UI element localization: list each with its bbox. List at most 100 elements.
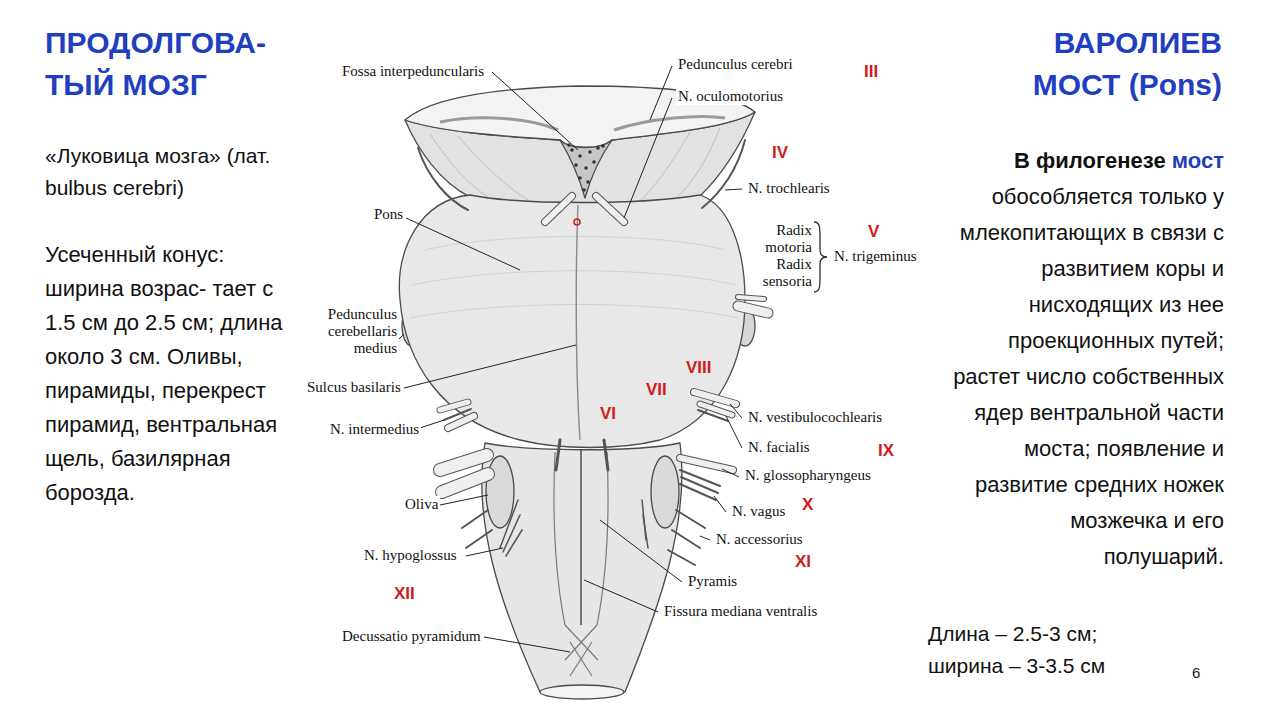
nerve-thin (680, 484, 716, 500)
anatomy-label: Pedunculus cerebellaris medius (300, 306, 399, 357)
fossa-dots (586, 180, 590, 184)
anatomy-label: N. oculomotorius (676, 88, 785, 105)
olive-shape (651, 456, 679, 528)
dimension-note: Длина – 2.5-3 см; ширина – 3-3.5 см (928, 618, 1160, 682)
nerve-thin (556, 440, 560, 470)
anatomy-label: Fissura mediana ventralis (662, 603, 819, 620)
fossa-dots (578, 154, 582, 158)
nerve-thin (604, 440, 608, 470)
nerve-fill (738, 297, 764, 299)
pons-fibres (412, 271, 735, 285)
leader-lines (600, 520, 682, 582)
fossa-dots (592, 160, 596, 164)
substantia-nigra (440, 117, 725, 131)
fossa-dots (578, 176, 582, 180)
nerve-outline (440, 196, 768, 492)
anatomy-label: N. vagus (730, 503, 787, 520)
nerve-number: V (866, 222, 881, 242)
leader-lines (650, 66, 672, 120)
nerve-thin (698, 410, 728, 421)
anatomy-label: Radix sensoria (750, 256, 814, 290)
anatomy-label: Fossa interpeduncularis (340, 63, 486, 80)
substantia-nigra (440, 118, 558, 130)
nerve-fill (694, 392, 736, 404)
leader-lines (404, 345, 576, 388)
leader-lines (466, 548, 503, 556)
highlight-term: мост (1172, 148, 1224, 173)
nerve-outline (596, 196, 624, 222)
nerve-thin (418, 148, 468, 210)
nerve-outline (440, 402, 468, 410)
nerve-thin (668, 550, 695, 565)
nerve-fill (596, 196, 624, 222)
nerve-fill (680, 458, 733, 470)
pons-fibres (425, 237, 725, 251)
anatomy-label: Pedunculus cerebri (676, 56, 795, 73)
fossa-dots (567, 143, 605, 192)
body-text: В филогенезе (1014, 148, 1166, 173)
nerve-outline (738, 306, 768, 313)
peduncle-fibres (676, 128, 720, 198)
leader-lines (700, 536, 710, 540)
anatomy-label: N. hypoglossus (362, 547, 459, 564)
leader-lines (714, 496, 726, 512)
nerve-outline (442, 474, 488, 492)
nerve-thin (466, 530, 492, 548)
nerve-number: IV (770, 143, 790, 163)
nerve-thin (702, 140, 745, 208)
nerve-number: IX (876, 441, 896, 461)
substantia-nigra (614, 117, 725, 131)
nerve-fill (440, 455, 487, 470)
medulla-cut (540, 685, 624, 699)
fossa-dots (588, 150, 592, 154)
anatomy-label: Decussatio pyramidum (340, 628, 483, 645)
nerve-thin (506, 530, 522, 556)
nerve-thin (418, 140, 745, 565)
nerve-fill (545, 196, 572, 222)
leader-lines (584, 580, 658, 612)
nerve-number: VII (644, 380, 669, 400)
fossa-dots (584, 166, 588, 170)
fossa-dots (601, 144, 605, 148)
nerve-number: VIII (684, 358, 714, 378)
nerve-thin (462, 510, 488, 528)
fossa-dots (582, 188, 586, 192)
pyramid-lines (554, 452, 565, 625)
anatomy-label: N. glossopharyngeus (743, 467, 873, 484)
peduncle-fibres (458, 136, 528, 200)
anatomy-label: Pyramis (686, 573, 739, 590)
interpeduncular-fossa (560, 140, 612, 198)
anatomy-label: N. vestibulocochlearis (746, 409, 884, 426)
pons-outline (399, 195, 745, 448)
anatomy-label: N. intermedius (328, 421, 421, 438)
nerve-fill (440, 402, 468, 410)
leader-lines (484, 637, 570, 652)
body-text: обособляется только у млекопитающих в св… (946, 179, 1224, 575)
page-number: 6 (1192, 664, 1200, 682)
nerve-outline (680, 458, 733, 470)
slide-heading: ВАРОЛИЕВ МОСТ (Pons) (972, 22, 1222, 106)
leader-lines (722, 469, 739, 477)
leader-lines (726, 416, 742, 448)
anatomy-label: N. trigeminus (832, 248, 919, 265)
peduncle-fibres (640, 132, 690, 201)
fossa-dots (574, 163, 578, 167)
anatomy-label: Radix motoria (750, 222, 814, 256)
red-mark (574, 219, 580, 225)
leader-lines (406, 218, 520, 270)
nerve-number: III (862, 62, 880, 82)
pyramid-lines (570, 642, 592, 676)
leader-lines (730, 404, 742, 418)
nerve-thin (444, 409, 471, 420)
pyramid-lines (554, 450, 608, 676)
body-text: «Луковица мозга» (лат. bulbus cerebri) (45, 140, 273, 204)
medulla-outline (482, 443, 682, 692)
nerve-number: XI (793, 552, 813, 572)
nerve-fill (440, 196, 768, 492)
body-text: Усеченный конус: ширина возрас- тает с 1… (45, 238, 287, 510)
leader-lines (420, 420, 444, 428)
anatomy-label: N. accessorius (714, 531, 805, 548)
anatomy-label: N. trochlearis (746, 180, 832, 197)
pons-fibres (410, 305, 738, 319)
